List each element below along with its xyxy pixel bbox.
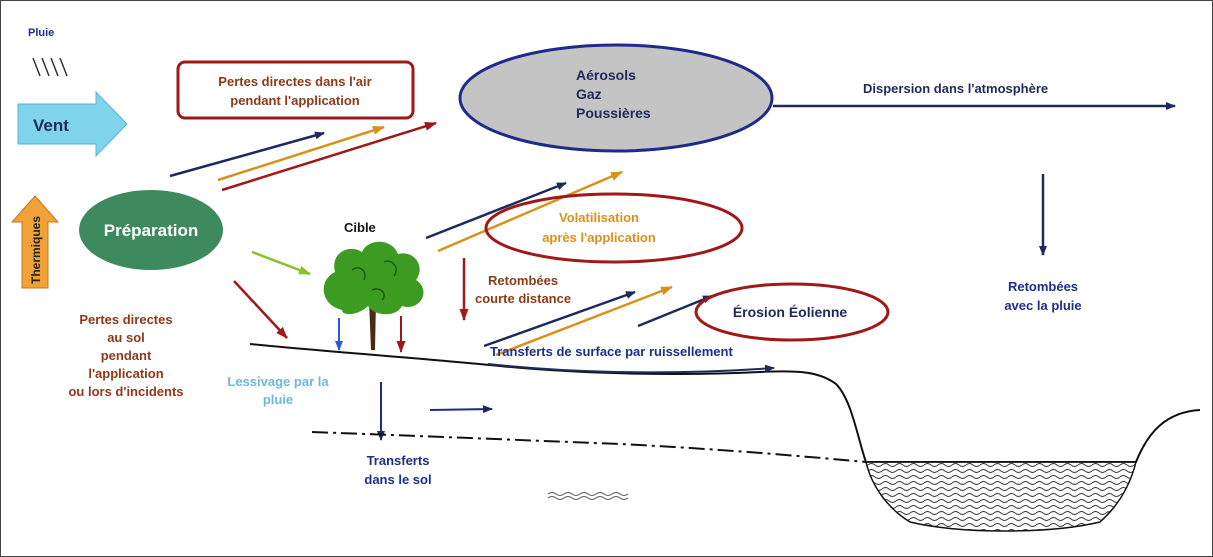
groundwater-icon [547, 492, 629, 496]
dispersion-label: Dispersion dans l'atmosphère [863, 81, 1048, 96]
soil-losses-text: Pertes directes au sol pendant l'applica… [68, 312, 183, 399]
leaching-line1: Lessivage par la [227, 374, 329, 389]
air-loss-arrow-orange [217, 125, 385, 182]
rain-fallout-line1: Retombées [1008, 279, 1078, 294]
gas-label: Gaz [576, 86, 602, 102]
erosion-ellipse [694, 282, 890, 342]
erosion-arrow-orange [495, 285, 673, 357]
soil-losses-line3: pendant [101, 348, 152, 363]
application-arrow [251, 250, 311, 276]
rain-fallout-line2: avec la pluie [1004, 298, 1081, 313]
volatilisation-ellipse [484, 192, 744, 264]
rain-label: Pluie [28, 27, 54, 39]
wind-arrow-icon: Vent [17, 90, 128, 158]
volatilisation-line1: Volatilisation [559, 210, 639, 225]
rain-icon [32, 57, 68, 77]
air-loss-arrow-navy [169, 131, 325, 178]
dust-label: Poussières [576, 105, 651, 121]
water-body [865, 461, 1137, 532]
soil-transfer-arrow-right [429, 405, 493, 414]
volatilisation-arrow-navy [425, 181, 567, 240]
short-fallout-line1: Retombées [488, 273, 558, 288]
target-label: Cible [344, 220, 376, 235]
aerosols-ellipse [458, 43, 774, 153]
preparation-label: Préparation [104, 221, 198, 240]
air-loss-arrow-red [221, 121, 437, 192]
water-table-line [311, 431, 867, 463]
erosion-label: Érosion Éolienne [733, 304, 848, 320]
soil-losses-line2: au sol [107, 330, 145, 345]
soil-transfer-line1: Transferts [367, 453, 430, 468]
ground-profile [249, 343, 1201, 463]
preparation-ellipse [79, 190, 223, 270]
tree-icon [323, 241, 424, 350]
wind-label: Vent [33, 116, 69, 135]
air-losses-box [176, 60, 415, 120]
thermals-label: Thermiques [29, 216, 43, 284]
thermals-arrow-icon: Thermiques [10, 195, 60, 289]
erosion-arrow-navy-2 [637, 294, 713, 328]
air-losses-line2: pendant l'application [230, 93, 360, 108]
soil-losses-line4: l'application [88, 366, 163, 381]
air-losses-line1: Pertes directes dans l'air [218, 74, 371, 89]
leaching-line2: pluie [263, 392, 293, 407]
soil-losses-line1: Pertes directes [79, 312, 172, 327]
aerosols-label: Aérosols [576, 67, 636, 83]
runoff-arrow [487, 363, 775, 374]
soil-transfer-line2: dans le sol [364, 472, 431, 487]
soil-losses-line5: ou lors d'incidents [68, 384, 183, 399]
volatilisation-arrow-orange [437, 170, 623, 253]
erosion-arrow-navy [483, 290, 636, 348]
runoff-label: Transferts de surface par ruissellement [490, 344, 733, 359]
short-fallout-line2: courte distance [475, 291, 571, 306]
soil-loss-arrow [233, 280, 288, 339]
volatilisation-line2: après l'application [542, 230, 656, 245]
